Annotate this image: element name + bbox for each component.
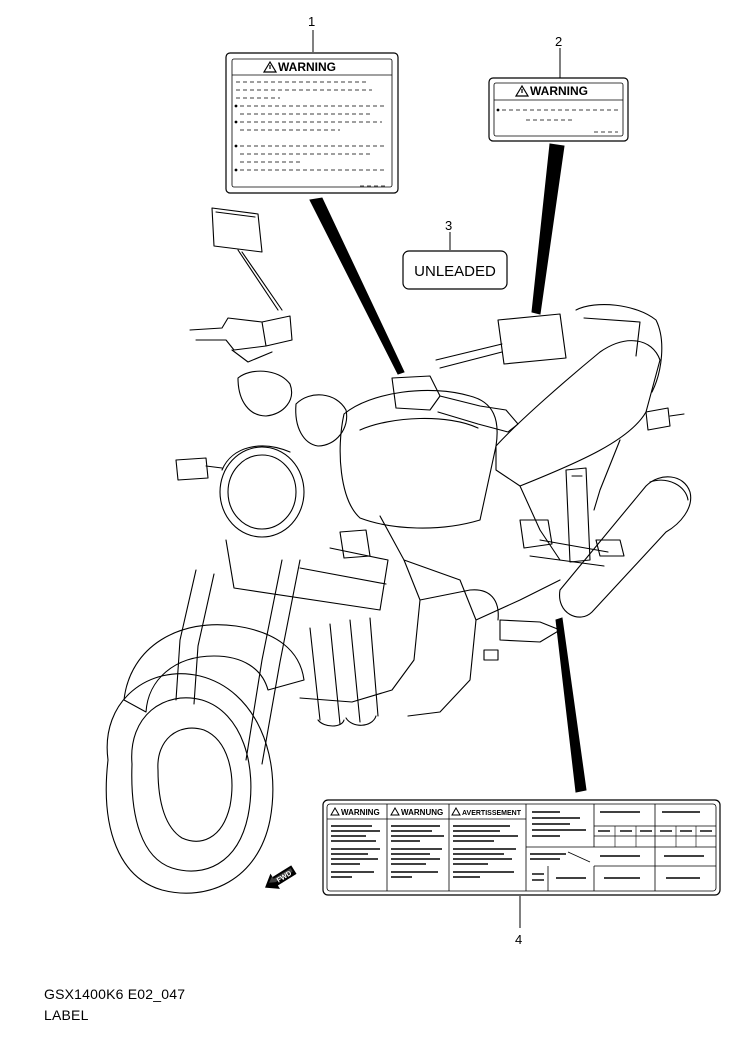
diagram-title: LABEL bbox=[44, 1007, 89, 1023]
label-4-heading-fr: AVERTISSEMENT bbox=[462, 810, 522, 817]
callout-3: 3 bbox=[445, 218, 452, 233]
label-1-heading: WARNING bbox=[278, 60, 336, 74]
label-1-text-lines bbox=[236, 81, 388, 187]
pointer-2 bbox=[531, 143, 565, 315]
warning-label-2: WARNING bbox=[488, 77, 629, 142]
tire-info-label-4: WARNING WARNUNG AVERTISSEMENT bbox=[322, 799, 721, 896]
warning-triangle-icon bbox=[262, 60, 278, 73]
motorcycle-drawing bbox=[105, 207, 692, 894]
label-4-heading-de: WARNUNG bbox=[401, 808, 443, 817]
warning-triangle-icon bbox=[514, 84, 530, 97]
forward-arrow-icon: FWD bbox=[265, 865, 297, 889]
label-3-text: UNLEADED bbox=[414, 263, 496, 280]
label-2-text-lines bbox=[502, 109, 618, 133]
fwd-marker-text: FWD bbox=[276, 870, 293, 884]
label-4-heading-en: WARNING bbox=[341, 808, 380, 817]
pointer-4 bbox=[555, 617, 587, 793]
callout-4: 4 bbox=[515, 932, 522, 947]
warning-triangle-icon bbox=[390, 806, 400, 816]
leader-lines bbox=[309, 30, 587, 928]
label-4-text-lines bbox=[331, 825, 518, 878]
label-4-table bbox=[526, 804, 716, 891]
unleaded-label-3: UNLEADED bbox=[402, 250, 508, 290]
warning-triangle-icon bbox=[451, 806, 461, 816]
warning-label-1: WARNING bbox=[225, 52, 399, 194]
callout-2: 2 bbox=[555, 34, 562, 49]
label-2-heading: WARNING bbox=[530, 84, 588, 98]
warning-triangle-icon bbox=[330, 806, 340, 816]
callout-1: 1 bbox=[308, 14, 315, 29]
diagram-code: GSX1400K6 E02_047 bbox=[44, 986, 186, 1002]
pointer-1 bbox=[309, 197, 405, 375]
